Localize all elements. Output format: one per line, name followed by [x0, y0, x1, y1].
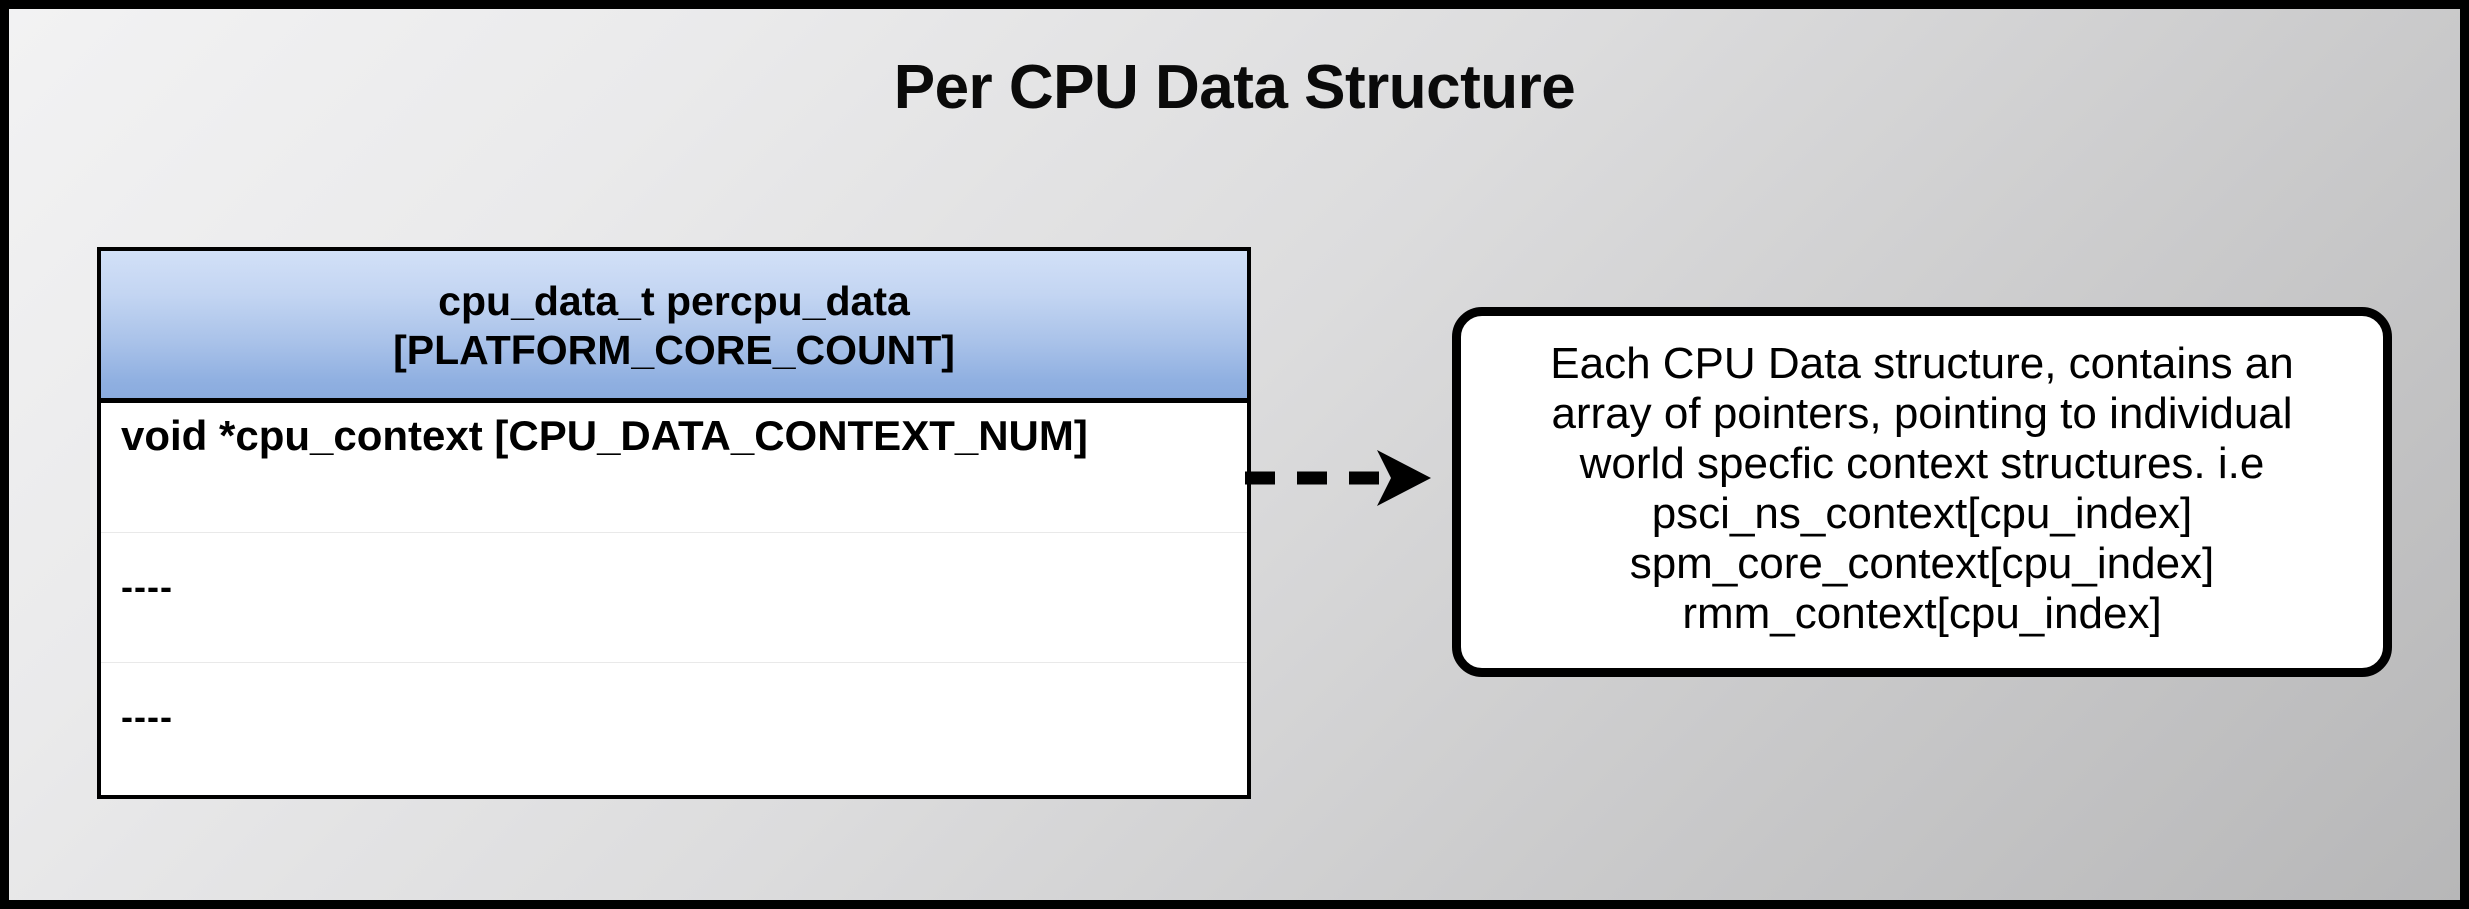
- arrow-head: [1377, 450, 1431, 506]
- note-box: Each CPU Data structure, contains an arr…: [1452, 307, 2392, 677]
- struct-field-label-placeholder-2: ----: [121, 696, 173, 737]
- note-line: array of pointers, pointing to individua…: [1551, 389, 2293, 439]
- struct-box-body: void *cpu_context [CPU_DATA_CONTEXT_NUM]…: [101, 403, 1247, 794]
- struct-field-label-placeholder-1: ----: [121, 566, 173, 607]
- struct-field-row: ----: [101, 533, 1247, 663]
- dashed-arrow-icon: [1245, 450, 1431, 506]
- note-line: Each CPU Data structure, contains an: [1550, 339, 2294, 389]
- struct-header-line-size: [PLATFORM_CORE_COUNT]: [393, 326, 955, 373]
- struct-box-header: cpu_data_t percpu_data [PLATFORM_CORE_CO…: [101, 251, 1247, 403]
- struct-field-row: ----: [101, 663, 1247, 794]
- note-line: psci_ns_context[cpu_index]: [1651, 489, 2193, 538]
- note-line: spm_core_context[cpu_index]: [1629, 538, 2215, 588]
- percpu-data-struct-box: cpu_data_t percpu_data [PLATFORM_CORE_CO…: [97, 247, 1251, 799]
- note-line: rmm_context[cpu_index]: [1682, 588, 2162, 638]
- page-title: Per CPU Data Structure: [893, 53, 1576, 122]
- note-line: world specfic context structures. i.e: [1579, 439, 2265, 489]
- struct-field-label-cpu-context: void *cpu_context [CPU_DATA_CONTEXT_NUM]: [121, 412, 1088, 459]
- struct-field-row: void *cpu_context [CPU_DATA_CONTEXT_NUM]: [101, 403, 1247, 533]
- struct-header-line-type: cpu_data_t percpu_data: [438, 278, 910, 325]
